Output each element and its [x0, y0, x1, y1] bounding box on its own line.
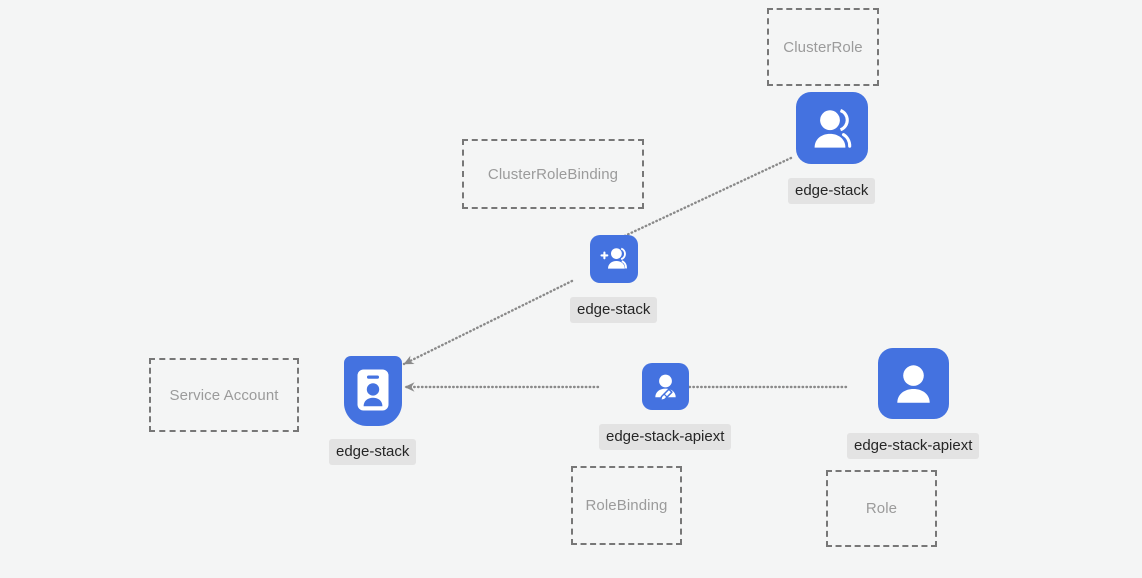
node-label-chip: edge-stack: [329, 439, 417, 465]
edge-clusterrolebinding-to-serviceaccount: [402, 279, 574, 366]
node-label-chip: edge-stack: [570, 297, 658, 323]
kind-box-service-account: Service Account: [149, 358, 299, 432]
node-clusterrolebinding-edge-stack[interactable]: edge-stack: [570, 235, 658, 323]
kind-box-label: ClusterRole: [783, 38, 863, 56]
kind-box-label: Service Account: [169, 386, 279, 404]
id-badge-icon[interactable]: [339, 356, 407, 431]
node-clusterrole-edge-stack[interactable]: edge-stack: [788, 92, 876, 204]
kind-box-label: Role: [865, 500, 898, 517]
kind-box-role: Role: [826, 470, 937, 547]
kind-box-label: ClusterRoleBinding: [487, 165, 619, 183]
group-icon[interactable]: [795, 92, 868, 169]
kind-box-clusterrole: ClusterRole: [767, 8, 879, 86]
node-serviceaccount-edge-stack[interactable]: edge-stack: [329, 356, 417, 465]
kind-box-rolebinding: RoleBinding: [571, 466, 682, 545]
person-icon[interactable]: [877, 348, 949, 424]
person-add-icon[interactable]: [589, 235, 638, 288]
kind-box-label: RoleBinding: [585, 497, 668, 514]
node-label-chip: edge-stack: [788, 178, 876, 204]
node-role-edge-stack-apiext[interactable]: edge-stack-apiext: [847, 348, 980, 459]
person-edit-icon[interactable]: [641, 363, 689, 415]
node-rolebinding-edge-stack-apiext[interactable]: edge-stack-apiext: [599, 363, 732, 450]
node-label-chip: edge-stack-apiext: [847, 433, 980, 459]
kind-box-clusterrolebinding: ClusterRoleBinding: [462, 139, 644, 209]
node-label-chip: edge-stack-apiext: [599, 424, 732, 450]
